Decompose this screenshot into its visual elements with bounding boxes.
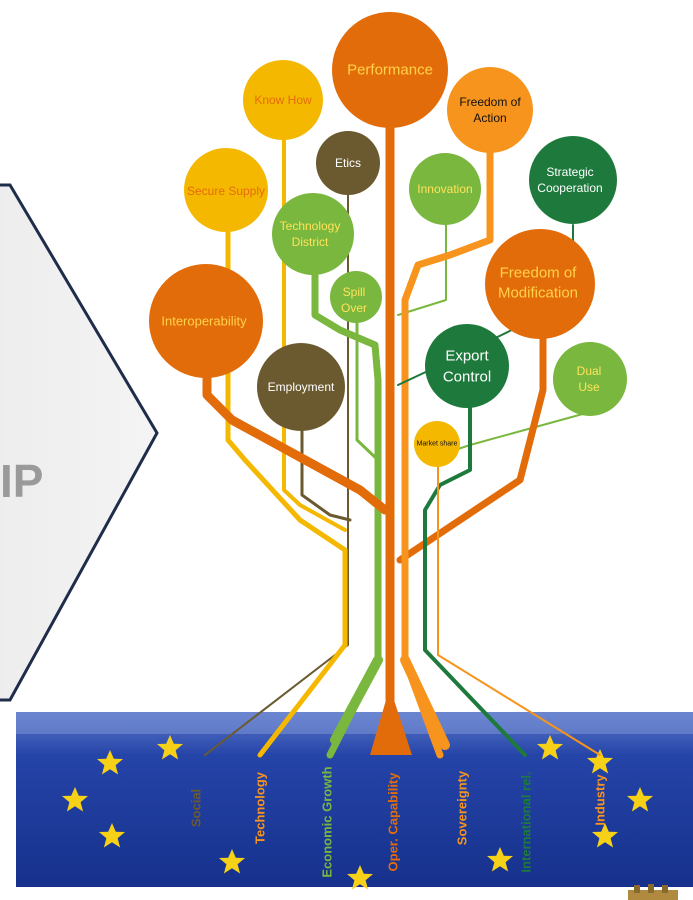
root-label-oper-capability: Oper. Capability — [386, 772, 401, 872]
svg-text:District: District — [292, 235, 329, 249]
root-label-economic-growth: Economic Growth — [320, 766, 335, 877]
root-label-technology: Technology — [253, 771, 268, 844]
root-label-social: Social — [189, 789, 204, 827]
eu-flag-band — [16, 712, 693, 890]
svg-text:Modification: Modification — [498, 285, 578, 302]
root-label-industry: Industry — [593, 774, 608, 826]
svg-text:Interoperability: Interoperability — [161, 314, 247, 329]
tree-nodes: Performance Know How Freedom of Action E… — [149, 12, 627, 467]
root-label-international: International rel. — [519, 771, 534, 872]
svg-text:Use: Use — [578, 380, 600, 394]
svg-text:Etics: Etics — [335, 156, 361, 170]
node-etics: Etics — [316, 131, 380, 195]
node-freedom-of-action: Freedom of Action — [447, 67, 533, 153]
svg-text:Secure Supply: Secure Supply — [187, 184, 265, 198]
svg-text:Market share: Market share — [417, 441, 458, 448]
tree-branches — [202, 103, 601, 759]
node-technology-district: Technology District — [272, 193, 354, 275]
node-strategic-cooperation: Strategic Cooperation — [529, 136, 617, 224]
svg-text:Innovation: Innovation — [417, 182, 472, 196]
node-market-share: Market share — [414, 421, 460, 467]
node-know-how: Know How — [243, 60, 323, 140]
svg-text:Spill: Spill — [343, 285, 366, 299]
node-secure-supply: Secure Supply — [184, 148, 268, 232]
node-interoperability: Interoperability — [149, 264, 263, 378]
svg-text:Strategic: Strategic — [546, 165, 593, 179]
arrow-label: IP — [0, 455, 43, 507]
emblem-icon — [628, 884, 678, 900]
svg-text:Over: Over — [341, 301, 367, 315]
node-performance: Performance — [332, 12, 448, 128]
svg-text:Freedom of: Freedom of — [459, 95, 521, 109]
svg-text:Cooperation: Cooperation — [537, 181, 602, 195]
root-labels: Social Technology Economic Growth Oper. … — [189, 766, 608, 877]
svg-text:Action: Action — [473, 111, 506, 125]
chevron-arrow-shape: IP — [0, 183, 159, 702]
svg-text:Control: Control — [443, 369, 491, 386]
node-spill-over: Spill Over — [330, 271, 382, 323]
svg-text:Know How: Know How — [254, 93, 312, 107]
svg-text:Export: Export — [445, 348, 489, 365]
node-employment: Employment — [257, 343, 345, 431]
svg-text:Freedom of: Freedom of — [500, 265, 578, 282]
node-export-control: Export Control — [425, 324, 509, 408]
svg-text:Technology: Technology — [280, 219, 341, 233]
node-dual-use: Dual Use — [553, 342, 627, 416]
root-label-sovereignty: Sovereignty — [455, 770, 470, 845]
node-innovation: Innovation — [409, 153, 481, 225]
svg-text:Dual: Dual — [577, 364, 602, 378]
svg-text:Employment: Employment — [268, 380, 335, 394]
node-freedom-of-modification: Freedom of Modification — [485, 229, 595, 339]
svg-text:Performance: Performance — [347, 62, 433, 79]
